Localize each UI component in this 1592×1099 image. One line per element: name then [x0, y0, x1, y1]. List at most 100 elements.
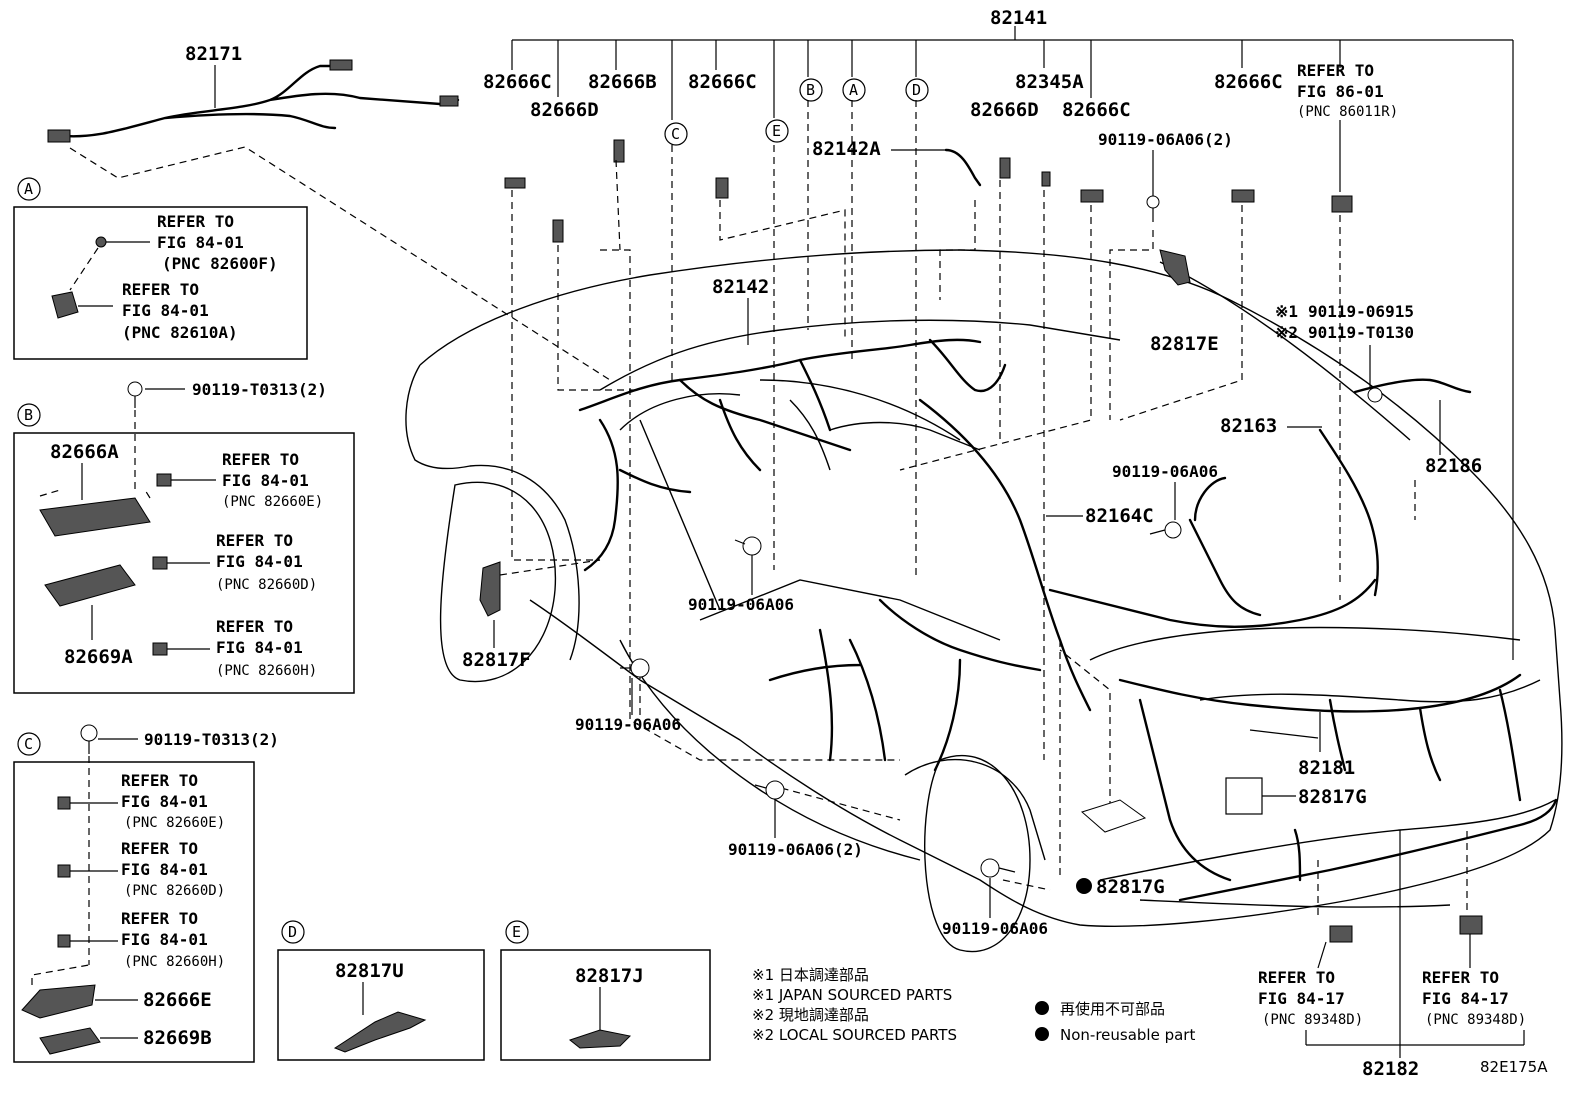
- detail-b: B 90119-T0313(2) 82666A 82669A REFER TO …: [13, 380, 355, 694]
- part-82666c-label-4: 82666C: [1214, 71, 1283, 93]
- callout-d-circle: D: [905, 78, 929, 102]
- bracket-82817j: [568, 1029, 632, 1049]
- bolt-icon-bottom-left: [754, 780, 785, 800]
- detail-a-tag: A: [24, 180, 33, 198]
- bolt-label-t0130: 90119-T0130: [1308, 323, 1414, 342]
- mark-1-bolt: ※1: [1275, 302, 1298, 321]
- harness-82164c-floor: [768, 398, 1377, 772]
- leader-lines: [499, 100, 1468, 915]
- module-82666a: [39, 497, 151, 537]
- bolt-label-a06-right: 90119-06A06: [1112, 462, 1218, 481]
- ref-top-right-pnc: (PNC 86011R): [1297, 104, 1398, 120]
- bolt-icon-bottom: [980, 858, 1016, 878]
- harness-82182-rear-bumper: [1178, 798, 1558, 902]
- detail-b-p2: 82669A: [64, 646, 133, 668]
- bolt-label-a06-left: 90119-06A06: [575, 715, 681, 734]
- connector-82666c-3: [1080, 189, 1104, 203]
- bolt-icon-82186: [1367, 387, 1383, 403]
- detail-e-tag: E: [512, 923, 521, 941]
- detail-c-p1: 82666E: [143, 989, 212, 1011]
- callout-a-text: A: [849, 81, 858, 99]
- connector-82660e-c: [57, 796, 71, 810]
- detail-a-r2-l1: REFER TO: [122, 280, 199, 299]
- callout-a-circle: A: [842, 78, 866, 102]
- callout-c-text: C: [671, 125, 680, 143]
- detail-c-r2-pnc: (PNC 82660D): [124, 883, 225, 899]
- legend: ※1 日本調達部品 ※1 JAPAN SOURCED PARTS ※2 現地調達…: [752, 966, 1195, 1044]
- part-82666c-label-1: 82666C: [483, 71, 552, 93]
- legend-dot-2: [1035, 1027, 1049, 1041]
- part-82666d-label-1: 82666D: [530, 99, 599, 121]
- detail-a-r1-l2: FIG 84-01: [157, 233, 244, 252]
- connector-82171-b: [439, 95, 459, 107]
- harness-82163-roof: [1318, 428, 1379, 597]
- legend-line-4: ※2 LOCAL SOURCED PARTS: [752, 1026, 957, 1044]
- detail-e-part-label: 82817J: [575, 965, 644, 987]
- ref-bottom-2-l1: REFER TO: [1422, 968, 1499, 987]
- bolt-label-06915: 90119-06915: [1308, 302, 1414, 321]
- bolt-label-a06-center: 90119-06A06: [688, 595, 794, 614]
- detail-b-r1-pnc: (PNC 82660E): [222, 494, 323, 510]
- detail-b-r2-l2: FIG 84-01: [216, 552, 303, 571]
- detail-b-p1: 82666A: [50, 441, 119, 463]
- legend-line-2: ※1 JAPAN SOURCED PARTS: [752, 986, 952, 1004]
- connector-82666d-2: [999, 157, 1011, 179]
- ref-bottom-1-l1: REFER TO: [1258, 968, 1335, 987]
- legend-dot-text-1: 再使用不可部品: [1060, 1000, 1165, 1018]
- bolt-icon-right: [1149, 521, 1182, 539]
- bolt-icon-top: [1146, 195, 1160, 222]
- bolt-icon-detail-b: [127, 381, 143, 408]
- connector-86011r: [1331, 195, 1353, 213]
- detail-d-part-label: 82817U: [335, 960, 404, 982]
- harness-82142-instrument-panel: [578, 338, 1007, 572]
- harness-82171: [53, 64, 460, 138]
- connector-82660h-b: [152, 642, 168, 656]
- clip-82610a: [51, 291, 79, 319]
- detail-c-bolt-label: 90119-T0313(2): [144, 730, 279, 749]
- ref-bottom-2-l2: FIG 84-17: [1422, 989, 1509, 1008]
- callout-b-text: B: [806, 81, 815, 99]
- detail-d: D 82817U: [277, 920, 485, 1061]
- connector-89348d-2: [1459, 915, 1483, 935]
- detail-b-r1-l2: FIG 84-01: [222, 471, 309, 490]
- detail-b-r3-l2: FIG 84-01: [216, 638, 303, 657]
- legend-dot-1: [1035, 1001, 1049, 1015]
- part-82182-label: 82182: [1362, 1058, 1419, 1080]
- harness-82186: [1353, 378, 1472, 394]
- detail-b-tag: B: [24, 406, 33, 424]
- detail-a-r1-pnc: (PNC 82600F): [162, 254, 278, 273]
- detail-a-r1-l1: REFER TO: [157, 212, 234, 231]
- module-82666e: [21, 984, 96, 1019]
- connector-82666d-1: [552, 219, 564, 243]
- detail-c-r1-l2: FIG 84-01: [121, 792, 208, 811]
- bracket-82141: [511, 26, 1514, 660]
- part-82186-label: 82186: [1425, 455, 1482, 477]
- connector-82171-a: [47, 129, 71, 143]
- part-82181-label: 82181: [1298, 757, 1355, 779]
- vehicle-outline: [405, 249, 1563, 953]
- part-82817e-label: 82817E: [1150, 333, 1219, 355]
- connector-82660h-c: [57, 934, 71, 948]
- module-82669b: [39, 1027, 101, 1055]
- bolt-icon-left: [620, 658, 650, 678]
- detail-e: E 82817J: [500, 920, 711, 1061]
- part-82817e: [1159, 249, 1191, 286]
- detail-c-r3-l1: REFER TO: [121, 909, 198, 928]
- harness-82181-back-door: [1118, 673, 1522, 882]
- ref-bottom-2-pnc: (PNC 89348D): [1425, 1012, 1526, 1028]
- module-82669a: [44, 564, 136, 607]
- detail-b-r3-pnc: (PNC 82660H): [216, 663, 317, 679]
- ref-top-right-l2: FIG 86-01: [1297, 82, 1384, 101]
- part-82141-label: 82141: [990, 7, 1047, 29]
- detail-c-p2: 82669B: [143, 1027, 212, 1049]
- connector-82660d-b: [152, 556, 168, 570]
- callout-e-text: E: [772, 122, 781, 140]
- detail-c: C 90119-T0313(2) REFER TO FIG 84-01 (PNC…: [13, 724, 279, 1063]
- part-82817f: [479, 561, 501, 617]
- part-82666b-label: 82666B: [588, 71, 657, 93]
- detail-c-r1-l1: REFER TO: [121, 771, 198, 790]
- detail-c-r2-l2: FIG 84-01: [121, 860, 208, 879]
- bolt-icon-detail-c: [80, 724, 98, 754]
- part-82817f-label: 82817F: [462, 649, 531, 671]
